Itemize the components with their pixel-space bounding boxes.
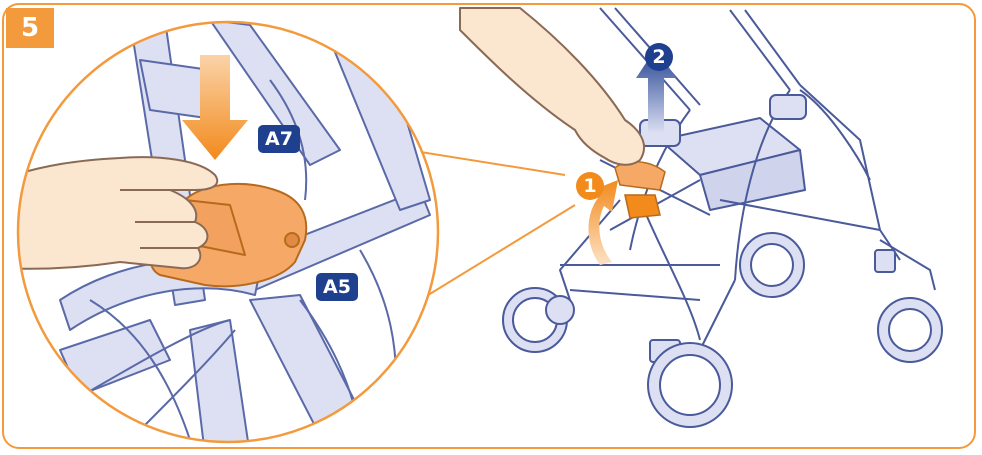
press-down-arrow-icon: [182, 55, 248, 160]
rear-left-wheel: [739, 232, 805, 298]
step-number-badge: 5: [6, 8, 54, 48]
zoom-connector-bottom: [419, 204, 576, 301]
zoom-detail: [18, 22, 438, 442]
rotate-arrow-icon: [588, 180, 618, 265]
front-left-wheel: [502, 287, 575, 353]
rear-right-wheel: [877, 297, 943, 363]
hand-main: [459, 7, 645, 166]
callout-a7-label: A7: [258, 125, 300, 153]
action-step-1-badge: 1: [576, 172, 604, 200]
hand-detail: [18, 156, 219, 270]
zoom-circle: [16, 20, 440, 444]
action-step-2-badge: 2: [645, 43, 673, 71]
zoom-connector-top: [407, 149, 566, 176]
stroller-latch: [614, 160, 666, 219]
front-right-wheel: [647, 342, 733, 428]
callout-a5-label: A5: [316, 273, 358, 301]
